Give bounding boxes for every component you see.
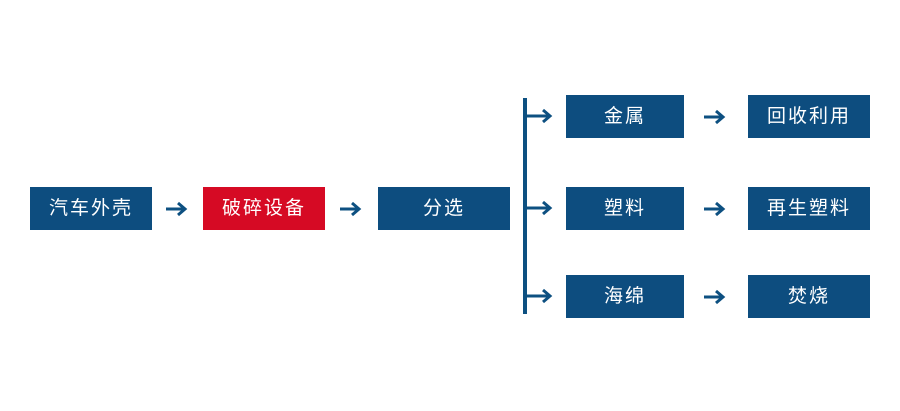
node-sponge-material[interactable]: 海绵 [566,275,684,318]
node-sponge-outcome-label: 焚烧 [787,286,830,307]
arrow-right-icon-metal-to-outcome [703,107,729,127]
node-metal-material-label: 金属 [603,106,646,127]
node-car-shell[interactable]: 汽车外壳 [30,187,152,230]
arrow-right-icon-sponge-to-outcome [703,287,729,307]
arrow-right-icon-branch-plastic [526,198,556,218]
node-sponge-material-label: 海绵 [603,286,646,307]
arrow-right-icon-plastic-to-outcome [703,199,729,219]
node-sorting-label: 分选 [422,198,465,219]
node-car-shell-label: 汽车外壳 [48,198,133,219]
arrow-right-icon-crusher-to-sorting [339,199,365,219]
node-plastic-material[interactable]: 塑料 [566,187,684,230]
node-metal-material[interactable]: 金属 [566,95,684,138]
node-crushing-equipment[interactable]: 破碎设备 [203,187,325,230]
node-metal-outcome-label: 回收利用 [766,106,851,127]
arrow-right-icon-branch-metal [526,106,556,126]
node-crushing-equipment-label: 破碎设备 [221,198,306,219]
node-metal-outcome[interactable]: 回收利用 [748,95,870,138]
arrow-right-icon-car-to-crusher [165,199,191,219]
node-plastic-material-label: 塑料 [603,198,646,219]
node-plastic-outcome-label: 再生塑料 [766,198,851,219]
node-sponge-outcome[interactable]: 焚烧 [748,275,870,318]
arrow-right-icon-branch-sponge [526,286,556,306]
node-sorting[interactable]: 分选 [378,187,510,230]
vertical-split-line [523,98,527,314]
node-plastic-outcome[interactable]: 再生塑料 [748,187,870,230]
